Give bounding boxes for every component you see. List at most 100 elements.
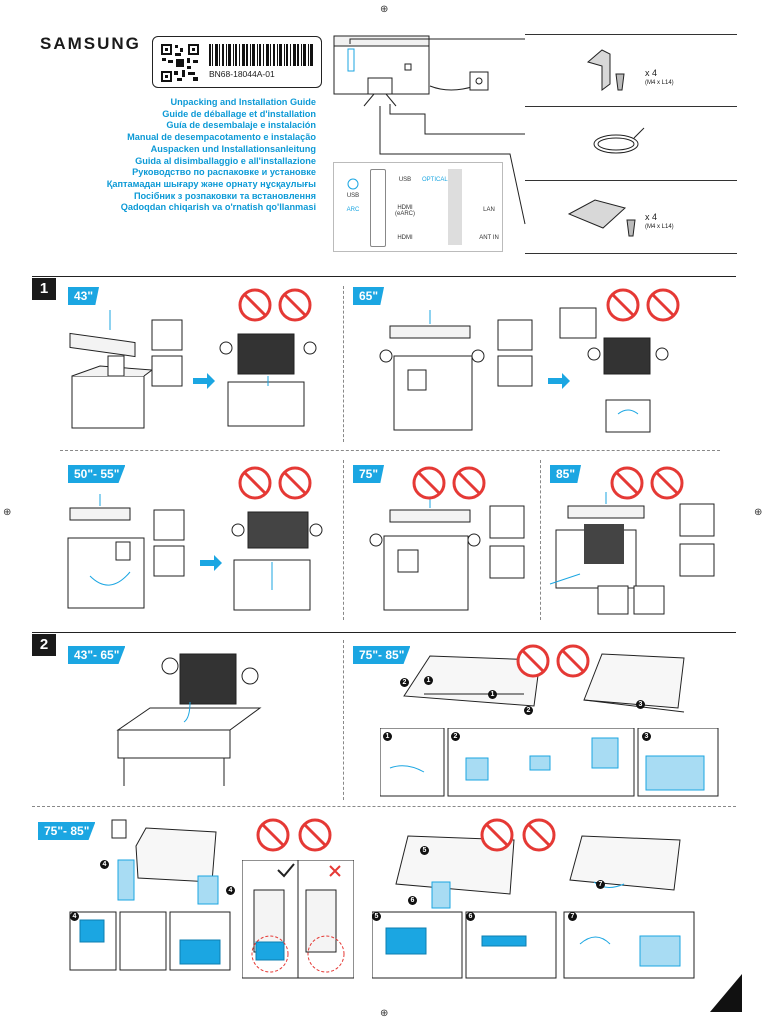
- divider-v4: [343, 640, 344, 800]
- port-arc: ARC: [346, 207, 360, 213]
- detail-panels-row: [380, 728, 719, 797]
- callout-6a: 6: [408, 896, 417, 905]
- tv-back-illustration: [333, 35, 489, 107]
- cable-tie-icon: [593, 127, 645, 154]
- page-turn-icon: [710, 974, 742, 1012]
- registration-mark-top: ⊕: [380, 4, 389, 15]
- no-lay-flat-icon-s4: [480, 818, 514, 852]
- no-cut-icon-s4: [522, 818, 556, 852]
- size-tag-65: 65": [353, 287, 385, 305]
- title-de: Auspacken und Installationsanleitung: [150, 143, 316, 154]
- bracket-icon: [586, 49, 625, 91]
- no-cut-icon-s3: [298, 818, 332, 852]
- step-2-number: 2: [32, 634, 56, 656]
- callout-2c: 2: [451, 732, 460, 741]
- size-tag-75-85: 75"- 85": [353, 646, 411, 664]
- title-es: Guía de desembalaje e instalación: [166, 120, 316, 131]
- title-ru: Руководство по распаковке и установке: [132, 167, 316, 178]
- port-ant: ANT IN: [479, 235, 499, 241]
- no-lay-flat-icon-50: [238, 466, 272, 500]
- no-press-screen-icon-65: [646, 288, 680, 322]
- barcode-code: BN68-18044A-01: [209, 69, 275, 79]
- size-tag-50-55: 50"- 55": [68, 465, 126, 483]
- divider-h1: [60, 450, 720, 451]
- no-press-screen-icon: [278, 288, 312, 322]
- no-lay-flat-icon-65: [606, 288, 640, 322]
- title-it: Guida al disimballaggio e all'installazi…: [135, 155, 316, 166]
- title-pt: Manual de desempacotamento e instalação: [127, 132, 316, 143]
- callout-2a: 2: [400, 678, 409, 687]
- port-hdmi-earc: HDMI (eARC): [394, 205, 415, 217]
- callout-1b: 1: [488, 690, 497, 699]
- callout-6b: 6: [466, 912, 475, 921]
- component-rule-2: [525, 106, 737, 107]
- callout-7a: 7: [596, 880, 605, 889]
- ports-panel: USB USB HDMI (eARC) OPTICAL LAN ARC HDMI…: [333, 162, 503, 252]
- no-cut-icon-s2: [556, 644, 590, 678]
- size-tag-85: 85": [550, 465, 582, 483]
- unpack-85-illustration: [549, 492, 715, 615]
- guide-titles: Unpacking and Installation Guide Guide d…: [107, 97, 316, 214]
- component-rule-4: [525, 253, 737, 254]
- title-uz: Qadoqdan chiqarish va o'rnatish qo'llanm…: [120, 202, 316, 213]
- size-tag-75: 75": [353, 465, 385, 483]
- size-tag-43-65: 43"- 65": [68, 646, 126, 664]
- callout-1a: 1: [424, 676, 433, 685]
- finish-install-illustration: [563, 835, 695, 979]
- title-fr: Guide de déballage et d'installation: [162, 108, 316, 119]
- port-hdmi: HDMI: [397, 235, 413, 241]
- cover-qty: x 4: [645, 212, 658, 222]
- cover-plate-icon: [567, 199, 636, 237]
- callout-4a: 4: [100, 860, 109, 869]
- barcode: [209, 44, 313, 66]
- callout-2b: 2: [524, 706, 533, 715]
- callout-7b: 7: [568, 912, 577, 921]
- bracket-qty: x 4: [645, 68, 658, 78]
- unpack-50-55-illustration: [67, 494, 323, 611]
- title-kk: Қаптамадан шығару және орнату нұсқаулығы: [106, 178, 316, 189]
- divider-v1: [343, 286, 344, 442]
- brand-logo: SAMSUNG: [40, 34, 141, 53]
- no-lay-flat-icon-s2: [516, 644, 550, 678]
- unpack-43-illustration: [69, 310, 317, 429]
- step-1-number: 1: [32, 278, 56, 300]
- divider-v2: [343, 460, 344, 620]
- no-press-screen-icon-75: [452, 466, 486, 500]
- callout-5b: 5: [372, 912, 381, 921]
- callout-lines: [349, 38, 526, 225]
- no-lay-flat-icon-75: [412, 466, 446, 500]
- divider-h2: [32, 806, 736, 807]
- usb-icon: [347, 178, 359, 190]
- no-press-screen-icon-85: [650, 466, 684, 500]
- component-rule-1: [525, 34, 737, 35]
- cover-spec: (M4 x L14): [645, 224, 674, 230]
- callout-3b: 3: [642, 732, 651, 741]
- place-on-table-illustration: [116, 653, 262, 786]
- correct-incorrect-illustration: [242, 860, 354, 979]
- callout-5a: 5: [420, 846, 429, 855]
- unpack-65-illustration: [379, 307, 669, 433]
- qr-code-icon: [160, 43, 200, 83]
- install-stand-illustration: [69, 819, 231, 971]
- registration-mark-bottom: ⊕: [380, 1008, 389, 1019]
- size-tag-75-85-b: 75"- 85": [38, 822, 96, 840]
- no-press-screen-icon-50: [278, 466, 312, 500]
- component-rule-3: [525, 180, 737, 181]
- port-usb: USB: [338, 177, 368, 199]
- title-uk: Посібник з розпаковки та встановлення: [133, 190, 316, 201]
- port-usb-2: USB: [398, 177, 412, 183]
- divider-v3: [540, 460, 541, 620]
- no-lay-flat-icon-s3: [256, 818, 290, 852]
- callout-3a: 3: [636, 700, 645, 709]
- no-lay-flat-icon: [238, 288, 272, 322]
- registration-mark-left: ⊕: [3, 507, 12, 518]
- title-en: Unpacking and Installation Guide: [170, 97, 316, 107]
- callout-4b: 4: [226, 886, 235, 895]
- unpack-75-illustration: [369, 496, 525, 611]
- bracket-spec: (M4 x L14): [645, 80, 674, 86]
- install-feet-illustration: [372, 835, 557, 979]
- registration-mark-right: ⊕: [754, 507, 763, 518]
- no-lay-flat-icon-85: [610, 466, 644, 500]
- callout-1c: 1: [383, 732, 392, 741]
- port-optical: OPTICAL: [422, 177, 448, 183]
